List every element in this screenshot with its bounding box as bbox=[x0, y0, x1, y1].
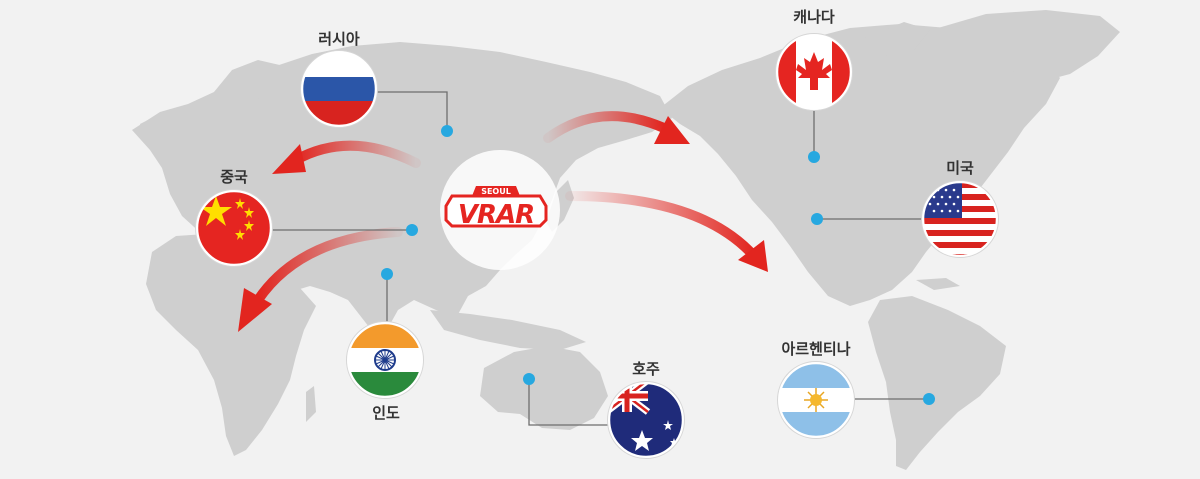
flag-usa[interactable] bbox=[920, 180, 1000, 260]
south-america-landmass bbox=[868, 296, 1006, 470]
marker-china[interactable] bbox=[406, 224, 418, 236]
marker-india[interactable] bbox=[381, 268, 393, 280]
label-russia: 러시아 bbox=[318, 30, 360, 48]
north-america-landmass bbox=[660, 24, 1060, 306]
export-arrows bbox=[238, 111, 768, 332]
label-usa: 미국 bbox=[946, 159, 974, 177]
connector-russia bbox=[376, 91, 448, 131]
continents bbox=[132, 10, 1120, 470]
vrar-logo: SEOUL VRAR bbox=[444, 186, 548, 230]
arrow-to-africa bbox=[253, 227, 403, 305]
marker-usa[interactable] bbox=[811, 213, 823, 225]
label-china: 중국 bbox=[220, 168, 248, 186]
location-markers bbox=[381, 125, 935, 405]
label-argentina: 아르헨티나 bbox=[781, 340, 851, 358]
flag-china[interactable] bbox=[195, 189, 275, 271]
logo-tab bbox=[472, 186, 520, 196]
marker-argentina[interactable] bbox=[923, 393, 935, 405]
logo-small-text: SEOUL bbox=[481, 187, 511, 196]
marker-russia[interactable] bbox=[441, 125, 453, 137]
label-india: 인도 bbox=[372, 404, 400, 422]
arrow-to-china bbox=[291, 140, 421, 168]
arrowhead-africa bbox=[238, 288, 272, 332]
arctic-islands bbox=[860, 22, 930, 56]
logo-main-text: VRAR bbox=[458, 200, 534, 230]
flag-india[interactable] bbox=[345, 321, 425, 400]
flag-canada[interactable] bbox=[774, 32, 854, 112]
arrow-to-alaska bbox=[543, 111, 669, 143]
label-canada: 캐나다 bbox=[793, 8, 835, 26]
scandinavia-landmass bbox=[214, 60, 284, 112]
southeast-asia-islands bbox=[430, 310, 586, 350]
arrowhead-china bbox=[272, 144, 306, 174]
caribbean-islands bbox=[916, 278, 960, 290]
africa-landmass bbox=[146, 234, 316, 456]
label-australia: 호주 bbox=[632, 360, 660, 378]
marker-canada[interactable] bbox=[808, 151, 820, 163]
flag-argentina[interactable] bbox=[776, 361, 856, 440]
arrow-to-america bbox=[565, 191, 759, 261]
arrowhead-america bbox=[738, 240, 768, 272]
madagascar-landmass bbox=[306, 386, 316, 422]
connector-australia bbox=[528, 379, 609, 426]
greenland-landmass bbox=[938, 10, 1120, 82]
connector-lines bbox=[271, 91, 929, 426]
flag-australia[interactable] bbox=[606, 380, 686, 460]
marker-australia[interactable] bbox=[523, 373, 535, 385]
arrowhead-alaska bbox=[654, 116, 690, 144]
australia-landmass bbox=[480, 346, 608, 430]
britain-landmass bbox=[140, 118, 156, 142]
